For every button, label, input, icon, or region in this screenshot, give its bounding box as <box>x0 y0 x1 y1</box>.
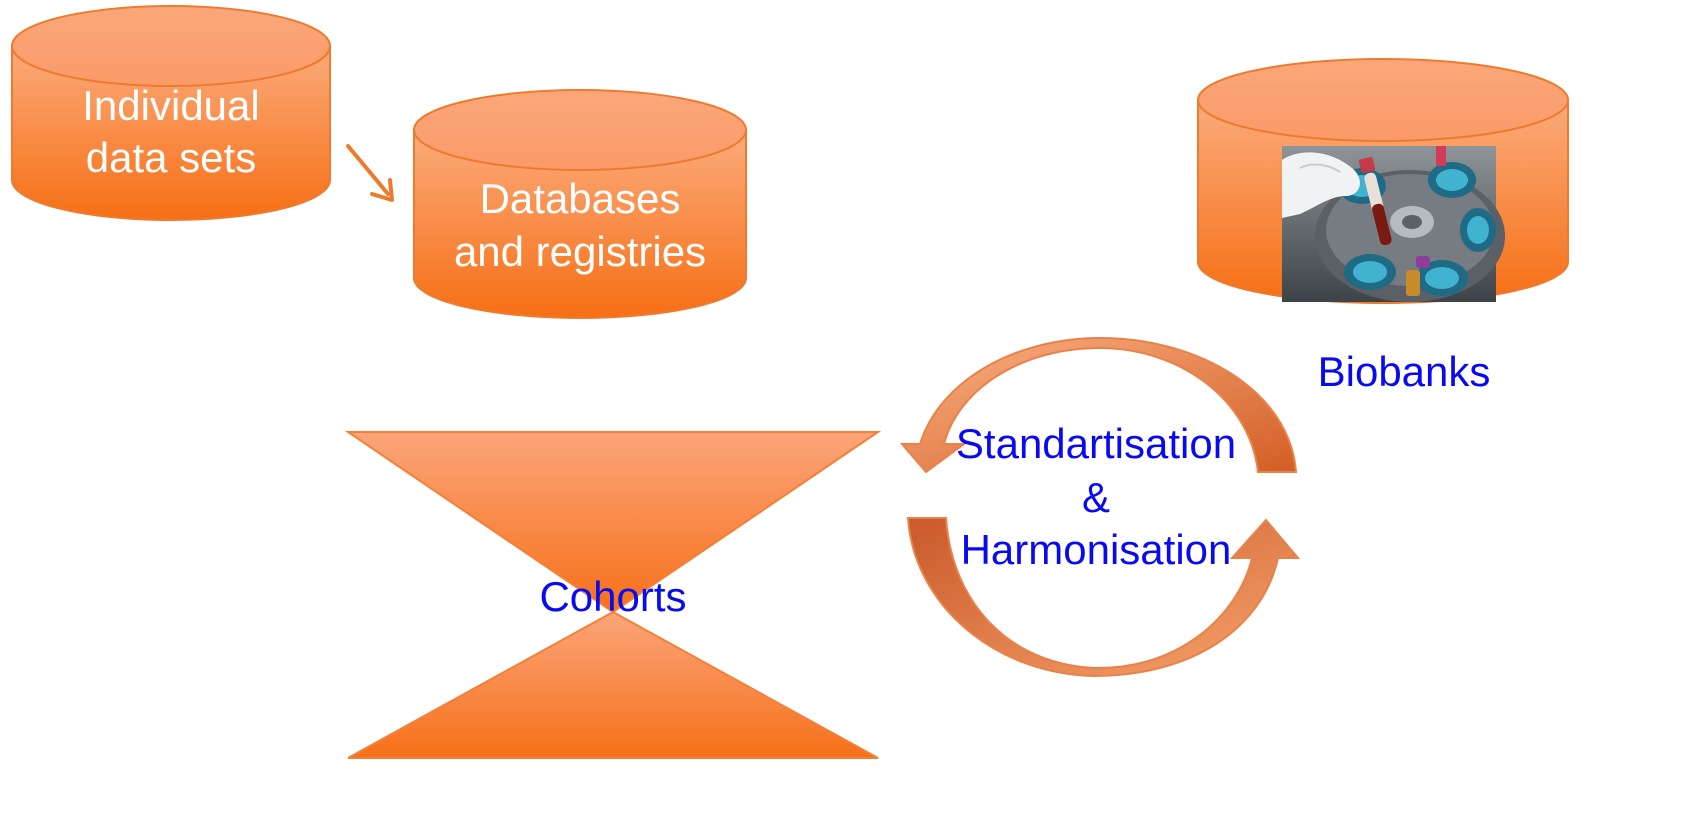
cohorts-label: Cohorts <box>539 573 686 620</box>
databases-label-line1: Databases <box>480 175 681 222</box>
cylinder-databases-registries: Databases and registries <box>413 89 747 319</box>
cohorts-hourglass: Cohorts <box>344 431 882 759</box>
flow-arrow <box>346 144 394 202</box>
cylinder-individual-data-sets: Individual data sets <box>11 5 331 221</box>
individual-label-line2: data sets <box>86 134 256 181</box>
cycle-label-line2: & <box>1082 474 1110 521</box>
cycle-arrow-top <box>899 336 1298 474</box>
individual-label-line1: Individual <box>82 82 259 129</box>
cylinder-biobanks: Biobanks <box>1197 58 1569 395</box>
cycle-label-line3: Harmonisation <box>961 526 1232 573</box>
harmonisation-cycle: Standartisation & Harmonisation <box>899 336 1301 678</box>
biobanks-label: Biobanks <box>1318 348 1491 395</box>
cycle-arrow-bottom <box>906 517 1301 678</box>
cycle-label-line1: Standartisation <box>956 420 1236 467</box>
databases-label-line2: and registries <box>454 228 706 275</box>
biobank-photo <box>1282 146 1505 302</box>
